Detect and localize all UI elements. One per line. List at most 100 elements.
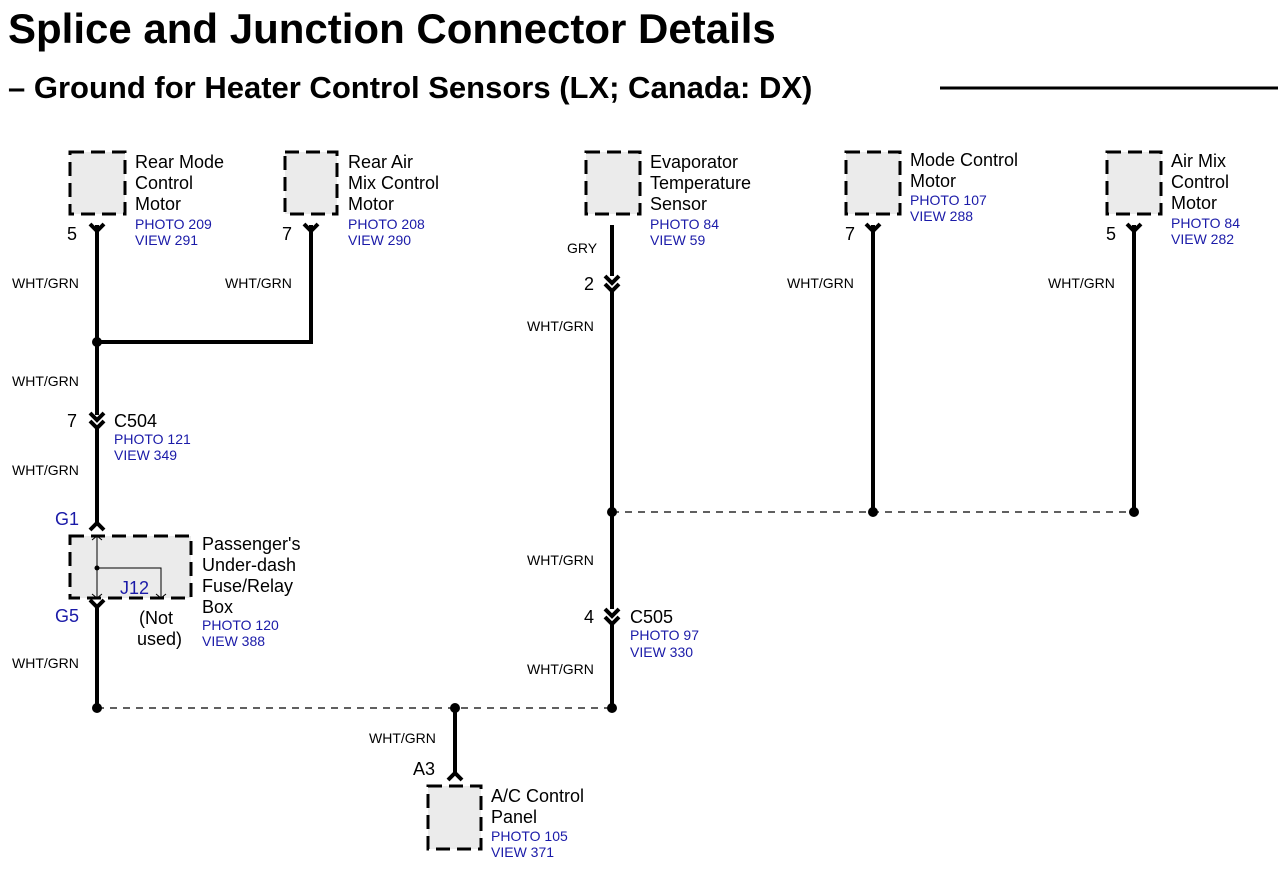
c505-view-link[interactable]: VIEW 330 bbox=[630, 644, 693, 660]
page-subtitle: – Ground for Heater Control Sensors (LX;… bbox=[8, 70, 812, 105]
evap-label-2: Temperature bbox=[650, 173, 751, 193]
rear-mode-pin: 5 bbox=[67, 224, 77, 244]
connector-c504: 7 C504 PHOTO 121 VIEW 349 bbox=[67, 411, 191, 463]
j12-note-line-1: (Not bbox=[139, 608, 173, 628]
mode-control-view-link[interactable]: VIEW 288 bbox=[910, 208, 973, 224]
c504-view-link[interactable]: VIEW 349 bbox=[114, 447, 177, 463]
splice-point-air-mix bbox=[1129, 507, 1139, 517]
mode-control-photo-link[interactable]: PHOTO 107 bbox=[910, 192, 987, 208]
page-title: Splice and Junction Connector Details bbox=[8, 5, 776, 52]
evap-label-3: Sensor bbox=[650, 194, 707, 214]
evap-pin: 2 bbox=[584, 274, 594, 294]
g5-terminal: G5 bbox=[55, 606, 79, 626]
fuse-box-internal-arrow-j12 bbox=[155, 593, 167, 599]
c505-photo-link[interactable]: PHOTO 97 bbox=[630, 627, 699, 643]
mode-control-motor: Mode Control Motor PHOTO 107 VIEW 288 7 bbox=[844, 150, 1018, 244]
rear-mode-photo-link[interactable]: PHOTO 209 bbox=[135, 216, 212, 232]
a3-connector-symbol bbox=[446, 770, 464, 782]
fuse-box-internal-arrow-top bbox=[91, 535, 103, 541]
rear-air-label-1: Rear Air bbox=[348, 152, 413, 172]
fuse-box-label-1: Passenger's bbox=[202, 534, 301, 554]
evap-sensor-box bbox=[584, 150, 642, 216]
wire-label-above-c504: WHT/GRN bbox=[12, 373, 79, 389]
rear-air-motor-box bbox=[283, 150, 339, 216]
splice-point-lower-left bbox=[92, 703, 102, 713]
evap-view-link[interactable]: VIEW 59 bbox=[650, 232, 705, 248]
fuse-box-label-4: Box bbox=[202, 597, 233, 617]
air-mix-box bbox=[1105, 150, 1163, 216]
air-mix-view-link[interactable]: VIEW 282 bbox=[1171, 231, 1234, 247]
wire-label-evap: WHT/GRN bbox=[527, 318, 594, 334]
evap-photo-link[interactable]: PHOTO 84 bbox=[650, 216, 719, 232]
g5-connector-symbol bbox=[88, 598, 106, 610]
wire-rear-air-to-splice bbox=[97, 225, 313, 344]
j12-note-line-2: used) bbox=[137, 629, 182, 649]
wire-label-ac-panel: WHT/GRN bbox=[369, 730, 436, 746]
ac-panel-box bbox=[426, 784, 483, 851]
mode-control-pin: 7 bbox=[845, 224, 855, 244]
air-mix-control-motor: Air Mix Control Motor PHOTO 84 VIEW 282 … bbox=[1105, 150, 1240, 247]
ac-panel-pin: A3 bbox=[413, 759, 435, 779]
fuse-box-internal-j12-path bbox=[97, 567, 162, 598]
g1-terminal: G1 bbox=[55, 509, 79, 529]
rear-air-pin: 7 bbox=[282, 224, 292, 244]
air-mix-label-3: Motor bbox=[1171, 193, 1217, 213]
mode-control-label-1: Mode Control bbox=[910, 150, 1018, 170]
rear-air-mix-control-motor: Rear Air Mix Control Motor PHOTO 208 VIE… bbox=[282, 150, 439, 248]
g1-connector-symbol bbox=[88, 520, 106, 532]
wire-label-air-mix: WHT/GRN bbox=[1048, 275, 1115, 291]
air-mix-label-2: Control bbox=[1171, 172, 1229, 192]
evap-inline-connector-symbol bbox=[603, 274, 621, 294]
ac-panel-label-2: Panel bbox=[491, 807, 537, 827]
rear-air-label-2: Mix Control bbox=[348, 173, 439, 193]
rear-mode-label-2: Control bbox=[135, 173, 193, 193]
c504-photo-link[interactable]: PHOTO 121 bbox=[114, 431, 191, 447]
evap-label-1: Evaporator bbox=[650, 152, 738, 172]
wire-label-below-g5: WHT/GRN bbox=[12, 655, 79, 671]
air-mix-pin: 5 bbox=[1106, 224, 1116, 244]
mode-control-box bbox=[844, 150, 902, 216]
ac-panel-photo-link[interactable]: PHOTO 105 bbox=[491, 828, 568, 844]
fuse-box-photo-link[interactable]: PHOTO 120 bbox=[202, 617, 279, 633]
ac-control-panel: A3 A/C Control Panel PHOTO 105 VIEW 371 bbox=[413, 759, 584, 860]
splice-point-lower-right bbox=[607, 703, 617, 713]
wire-label-rear-mode: WHT/GRN bbox=[12, 275, 79, 291]
rear-mode-label-3: Motor bbox=[135, 194, 181, 214]
fuse-box-internal-arrow-bottom bbox=[91, 593, 103, 599]
under-dash-fuse-relay-box: G1 J12 G5 Passenger's Under-dash Fuse/Re… bbox=[55, 509, 301, 649]
fuse-box-label-3: Fuse/Relay bbox=[202, 576, 293, 596]
connector-c505: 4 C505 PHOTO 97 VIEW 330 bbox=[584, 607, 699, 660]
ac-panel-label-1: A/C Control bbox=[491, 786, 584, 806]
c505-pin: 4 bbox=[584, 607, 594, 627]
fuse-box-view-link[interactable]: VIEW 388 bbox=[202, 633, 265, 649]
mode-control-label-2: Motor bbox=[910, 171, 956, 191]
c504-pin: 7 bbox=[67, 411, 77, 431]
wire-label-rear-air: WHT/GRN bbox=[225, 275, 292, 291]
c505-connector-symbol bbox=[603, 607, 621, 627]
rear-mode-view-link[interactable]: VIEW 291 bbox=[135, 232, 198, 248]
wire-label-below-c504: WHT/GRN bbox=[12, 462, 79, 478]
splice-point-mode-control bbox=[868, 507, 878, 517]
rear-mode-motor-box bbox=[68, 150, 127, 216]
rear-air-view-link[interactable]: VIEW 290 bbox=[348, 232, 411, 248]
air-mix-photo-link[interactable]: PHOTO 84 bbox=[1171, 215, 1240, 231]
fuse-box-label-2: Under-dash bbox=[202, 555, 296, 575]
fuse-relay-box bbox=[68, 534, 193, 600]
c504-connector-symbol bbox=[88, 411, 106, 431]
rear-mode-label-1: Rear Mode bbox=[135, 152, 224, 172]
air-mix-label-1: Air Mix bbox=[1171, 151, 1226, 171]
splice-point-rear bbox=[92, 337, 102, 347]
wire-label-above-c505: WHT/GRN bbox=[527, 552, 594, 568]
evap-wire-color: GRY bbox=[567, 240, 598, 256]
rear-air-photo-link[interactable]: PHOTO 208 bbox=[348, 216, 425, 232]
wire-label-below-c505: WHT/GRN bbox=[527, 661, 594, 677]
c505-name: C505 bbox=[630, 607, 673, 627]
ac-panel-view-link[interactable]: VIEW 371 bbox=[491, 844, 554, 860]
c504-name: C504 bbox=[114, 411, 157, 431]
j12-terminal: J12 bbox=[120, 578, 149, 598]
wire-label-mode-control: WHT/GRN bbox=[787, 275, 854, 291]
evaporator-temperature-sensor: Evaporator Temperature Sensor PHOTO 84 V… bbox=[567, 150, 751, 294]
rear-air-label-3: Motor bbox=[348, 194, 394, 214]
fuse-box-internal-node bbox=[94, 565, 100, 571]
